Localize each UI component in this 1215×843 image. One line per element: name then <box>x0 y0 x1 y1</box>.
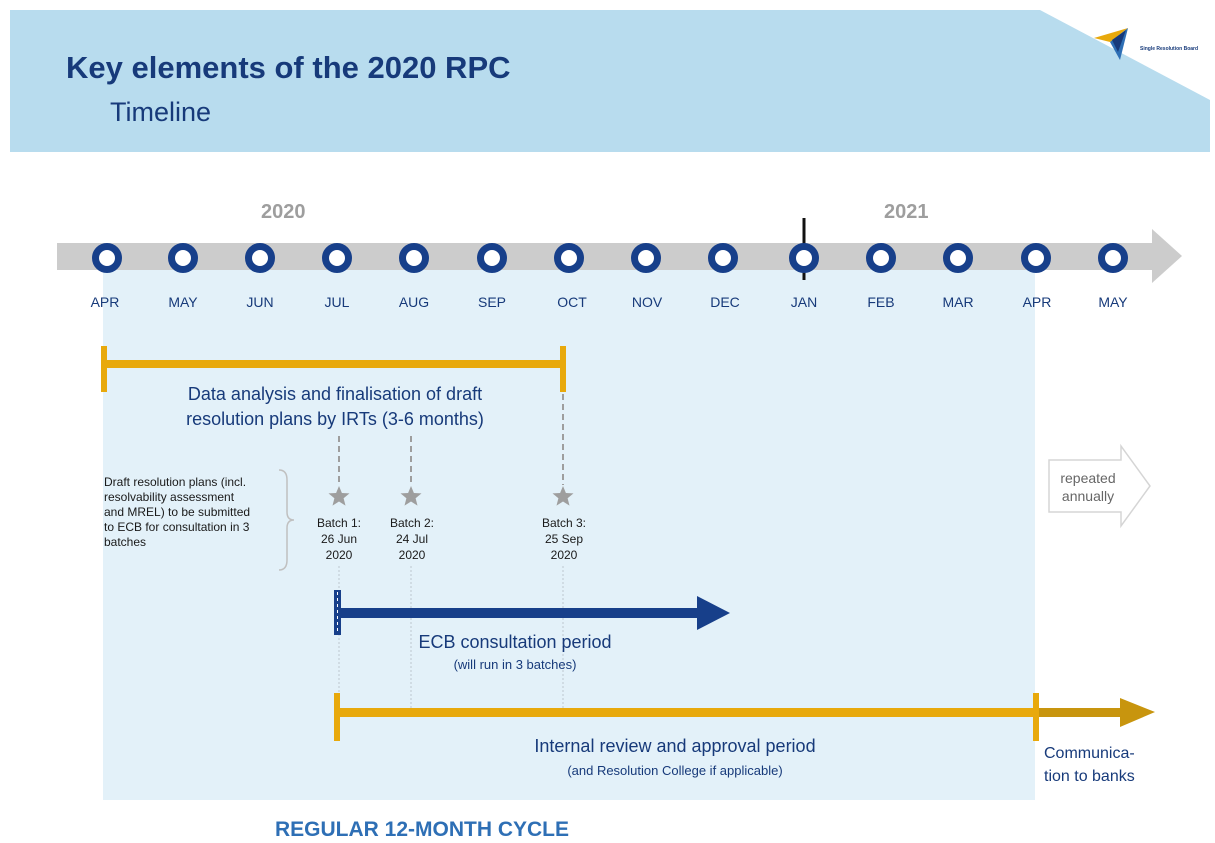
batch-2-label: Batch 2: 24 Jul 2020 <box>377 515 447 563</box>
month-dot <box>477 243 507 273</box>
data-analysis-bar <box>103 360 563 368</box>
note-line: and MREL) to be submitted <box>104 505 251 519</box>
communication-line: Communica- <box>1044 745 1135 762</box>
month-label: MAY <box>1098 294 1128 310</box>
note-line: batches <box>104 535 147 549</box>
submission-note: Draft resolution plans (incl. resolvabil… <box>104 475 284 550</box>
communication-line: tion to banks <box>1044 768 1135 785</box>
month-dot <box>708 243 738 273</box>
batch-line: 2020 <box>550 548 578 562</box>
timeline-bar <box>57 243 1155 270</box>
note-line: resolvability assessment <box>104 490 235 504</box>
month-dot <box>168 243 198 273</box>
month-dot <box>554 243 584 273</box>
communication-arrowhead <box>1120 698 1155 727</box>
ecb-bar <box>337 608 700 618</box>
cycle-footer: REGULAR 12-MONTH CYCLE <box>275 818 570 841</box>
data-analysis-line: resolution plans by IRTs (3-6 months) <box>186 409 484 429</box>
batch-line: 24 Jul <box>395 532 429 546</box>
month-label: JUL <box>324 294 350 310</box>
note-line: to ECB for consultation in 3 <box>104 520 250 534</box>
month-label: JAN <box>790 294 818 310</box>
year-label-2020: 2020 <box>261 201 306 223</box>
batch-line: 25 Sep <box>544 532 584 546</box>
page-title: Key elements of the 2020 RPC <box>66 50 511 85</box>
repeated-arrow <box>1048 443 1151 529</box>
batch-line: Batch 2: <box>389 516 435 530</box>
month-label: AUG <box>398 294 430 310</box>
month-label: JUN <box>246 294 274 310</box>
batch-line: 2020 <box>325 548 353 562</box>
batch2-star <box>400 486 422 506</box>
month-dot <box>1021 243 1051 273</box>
review-subtitle: (and Resolution College if applicable) <box>567 763 783 778</box>
data-analysis-end-tick <box>560 346 566 392</box>
communication-bar <box>1039 708 1124 717</box>
ecb-arrowhead <box>697 596 730 630</box>
batch-1-label: Batch 1: 26 Jun 2020 <box>304 515 374 563</box>
batch-line: 26 Jun <box>320 532 358 546</box>
month-dot <box>245 243 275 273</box>
header-banner <box>10 10 1210 152</box>
month-label: MAR <box>942 294 974 310</box>
data-analysis-start-tick <box>101 346 107 392</box>
month-dot <box>789 243 819 273</box>
batch-line: Batch 3: <box>541 516 587 530</box>
month-label: SEP <box>477 294 506 310</box>
note-brace <box>278 469 295 571</box>
month-dot <box>92 243 122 273</box>
communication-label: Communica- tion to banks <box>1044 742 1174 788</box>
batch-line: Batch 1: <box>316 516 362 530</box>
data-analysis-line: Data analysis and finalisation of draft <box>187 384 483 404</box>
month-label: DEC <box>710 294 740 310</box>
review-title: Internal review and approval period <box>534 736 816 756</box>
batch-3-label: Batch 3: 25 Sep 2020 <box>529 515 599 563</box>
ecb-consultation-title: ECB consultation period <box>418 632 612 652</box>
timeline-arrowhead <box>1152 229 1182 283</box>
month-label: APR <box>1022 294 1052 310</box>
month-label: APR <box>90 294 120 310</box>
logo-text: Single Resolution Board <box>1140 46 1199 52</box>
batch-line: 2020 <box>398 548 426 562</box>
month-dot <box>399 243 429 273</box>
batch3-star <box>552 486 574 506</box>
month-dot <box>631 243 661 273</box>
month-label: MAY <box>168 294 198 310</box>
review-end-tick <box>1033 693 1039 741</box>
srb-logo-icon <box>1094 28 1128 60</box>
year-label-2021: 2021 <box>884 201 929 223</box>
note-line: Draft resolution plans (incl. <box>104 475 247 489</box>
month-label: NOV <box>631 294 663 310</box>
month-label: FEB <box>867 294 895 310</box>
batch1-star <box>328 486 350 506</box>
month-dot <box>943 243 973 273</box>
page-subtitle: Timeline <box>110 97 212 127</box>
repeated-annually-label: repeated annually <box>1052 469 1124 505</box>
review-bar <box>337 708 1037 717</box>
review-start-tick <box>334 693 340 741</box>
data-analysis-label: Data analysis and finalisation of draft … <box>140 382 530 432</box>
month-label: OCT <box>557 294 587 310</box>
repeated-line: repeated <box>1060 470 1116 486</box>
repeated-line: annually <box>1061 488 1115 504</box>
ecb-consultation-subtitle: (will run in 3 batches) <box>453 657 577 672</box>
month-dot <box>866 243 896 273</box>
month-dot <box>322 243 352 273</box>
month-dot <box>1098 243 1128 273</box>
